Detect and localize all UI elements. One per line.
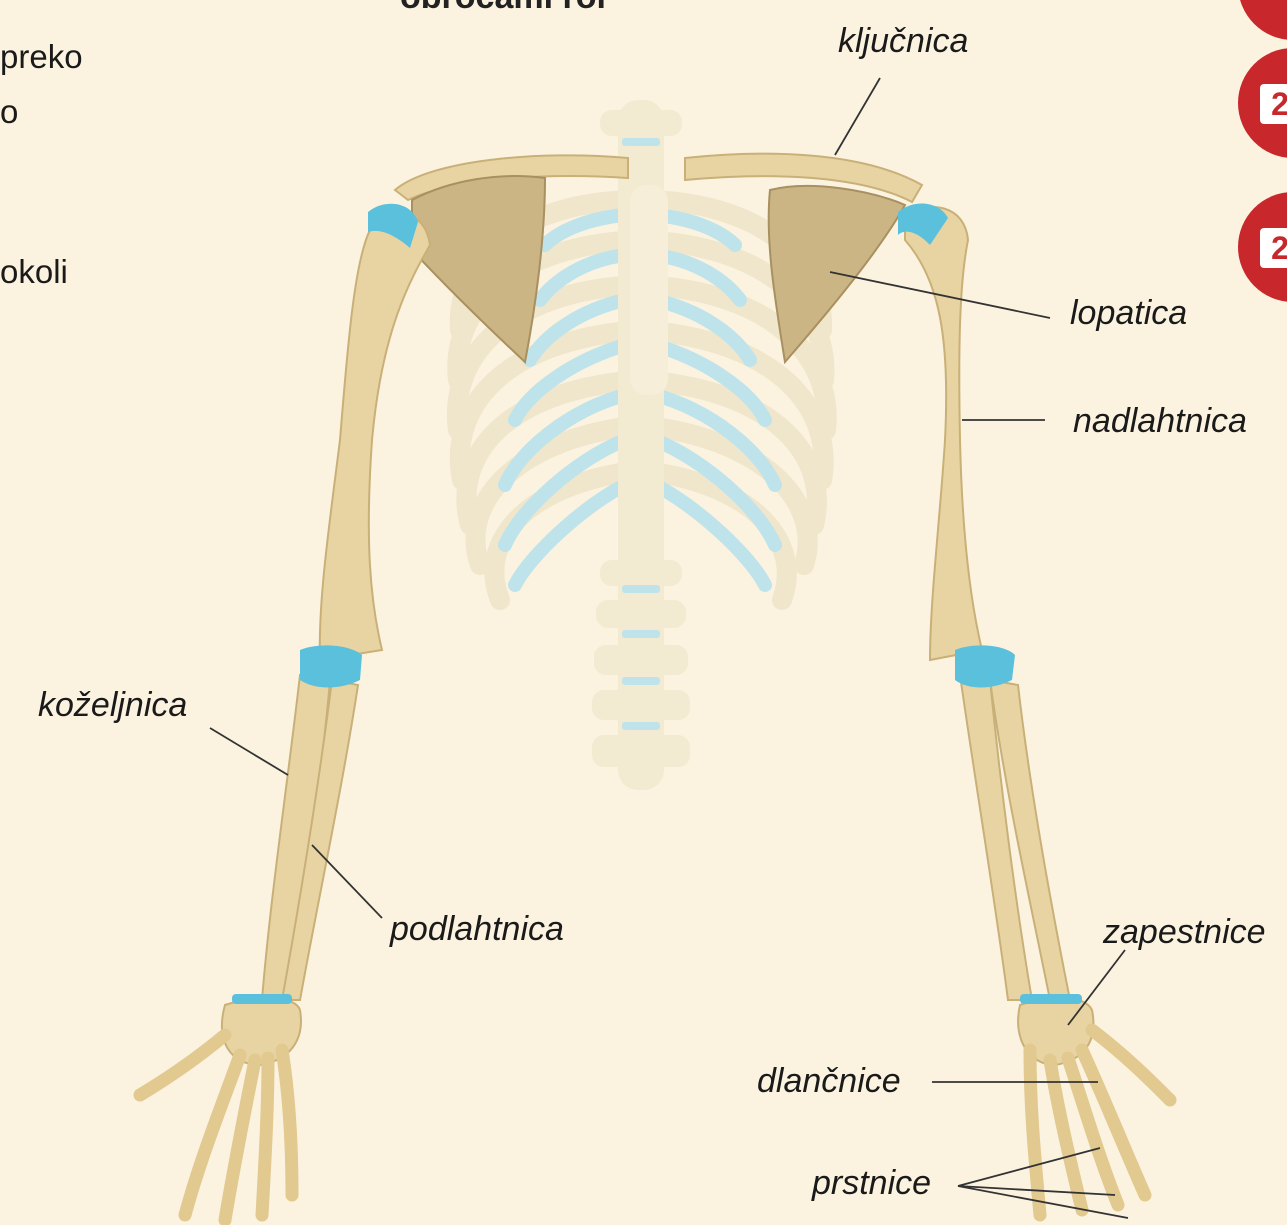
right-cartilage (898, 203, 1082, 1004)
label-dlancnice: dlančnice (757, 1064, 901, 1098)
right-hand (1030, 1030, 1170, 1215)
label-lopatica: lopatica (1070, 296, 1187, 330)
left-hand (140, 1035, 292, 1220)
label-kozeljnica: koželjnica (38, 688, 187, 722)
side-text-5: okoli (0, 255, 68, 288)
label-nadlahtnica: nadlahtnica (1073, 404, 1247, 438)
badge-2-number: 2 (1260, 228, 1287, 268)
label-prstnice: prstnice (812, 1166, 931, 1200)
label-zapestnice: zapestnice (1103, 915, 1266, 949)
heading-fragment: obrocami roi (400, 0, 606, 17)
label-podlahtnica: podlahtnica (390, 912, 564, 946)
label-kljucnica: ključnica (838, 24, 968, 58)
side-text-2: o (0, 95, 18, 128)
side-text-1: preko (0, 40, 83, 73)
badge-1-number: 2 (1260, 84, 1287, 124)
right-arm (905, 207, 1093, 1065)
